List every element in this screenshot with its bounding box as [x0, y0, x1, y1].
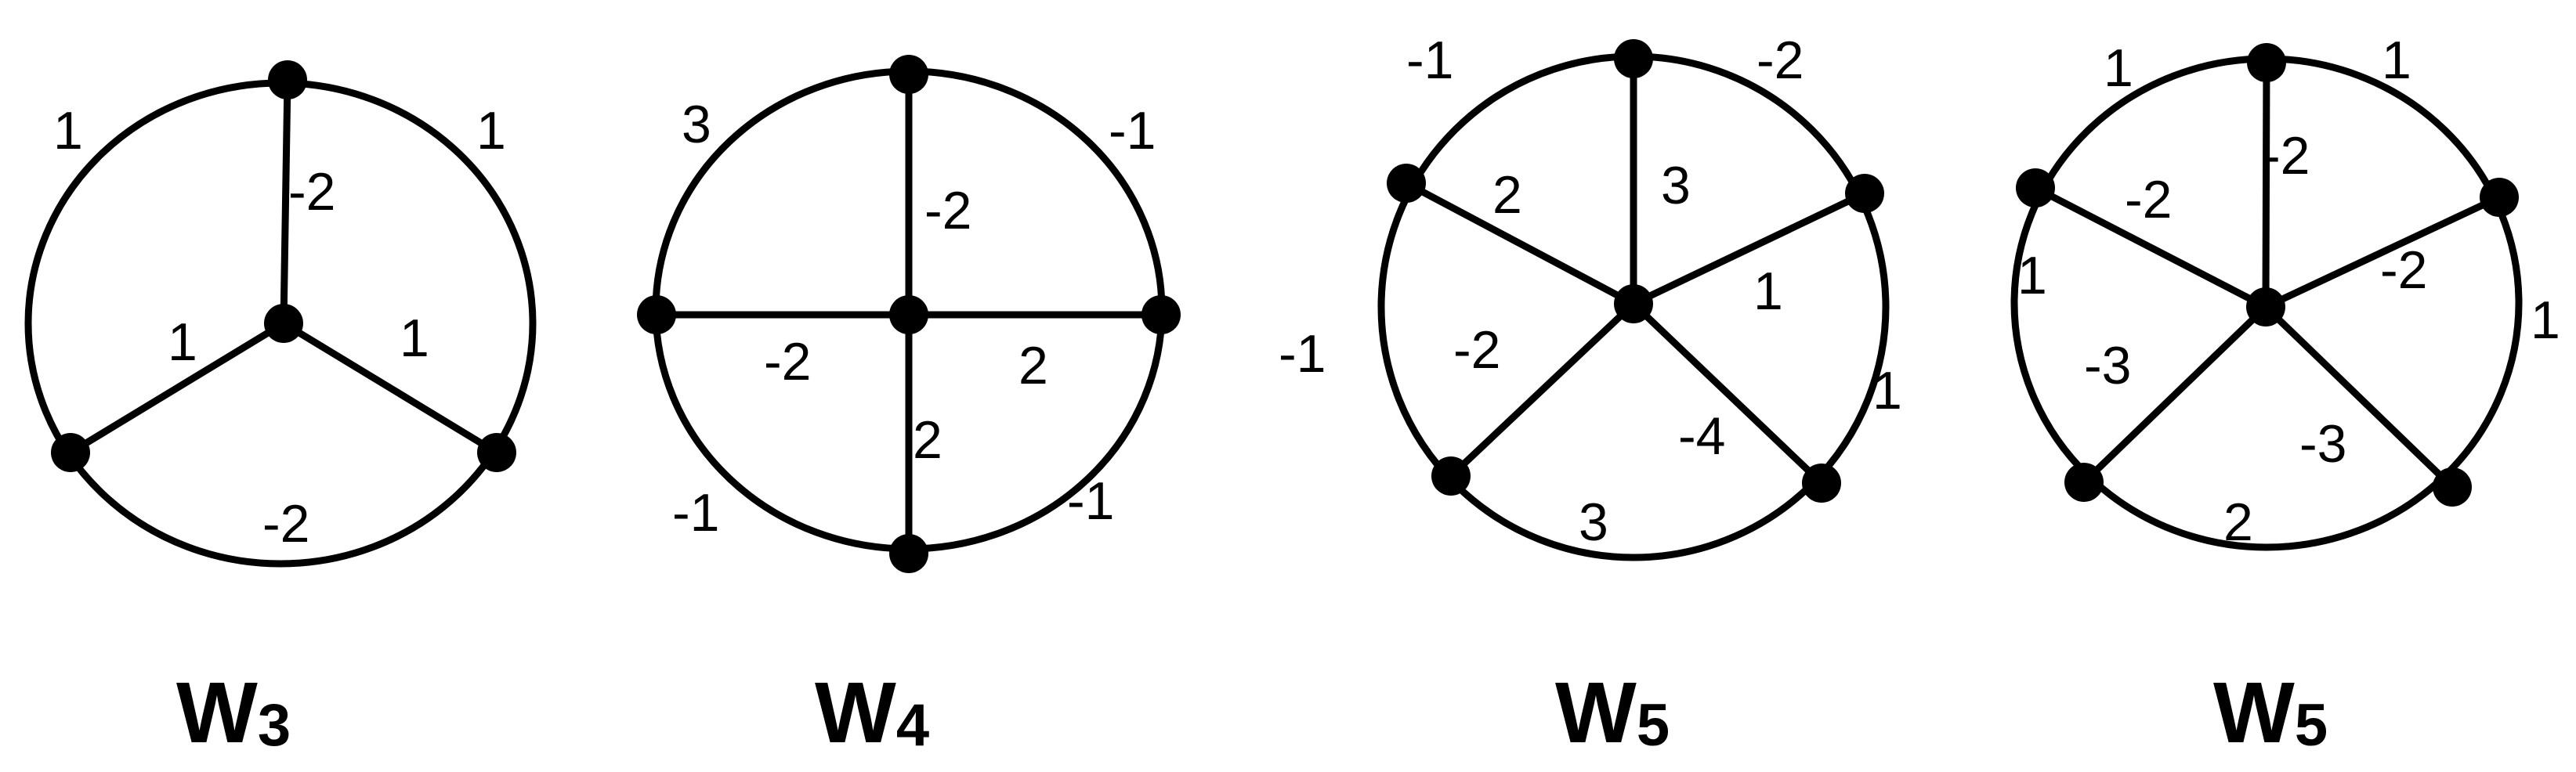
- rim-weight-label: 1: [53, 101, 83, 161]
- rim-vertex: [1845, 174, 1884, 213]
- rim-vertex: [1387, 164, 1426, 203]
- graph-name: W4: [815, 665, 929, 761]
- spoke-edge: [2080, 303, 2270, 486]
- spoke-edge: [2262, 303, 2456, 491]
- spoke-weight-label: -2: [2380, 240, 2427, 300]
- rim-weight-label: 1: [2017, 246, 2047, 305]
- spoke-weight-label: -2: [924, 181, 971, 240]
- rim-vertex: [2433, 467, 2472, 507]
- hub-vertex: [1614, 284, 1653, 323]
- rim-weight-label: 3: [1579, 492, 1608, 552]
- spoke-edge: [280, 76, 291, 327]
- rim-vertex: [2016, 168, 2055, 207]
- rim-weight-label: 1: [476, 101, 506, 161]
- rim-vertex: [2480, 178, 2519, 217]
- rim-vertex: [2247, 43, 2286, 82]
- rim-vertex: [889, 55, 928, 94]
- spoke-weight-label: -2: [2125, 170, 2172, 229]
- spoke-weight-label: -2: [2263, 126, 2310, 186]
- spoke-weight-label: -4: [1678, 406, 1725, 466]
- spoke-edge: [2031, 184, 2270, 311]
- spoke-edge: [1447, 300, 1637, 480]
- rim-vertex: [1141, 295, 1181, 334]
- graph-name: W5: [2213, 665, 2328, 761]
- spoke-weight-label: 1: [168, 312, 197, 372]
- spoke-weight-label: -2: [288, 162, 335, 222]
- spoke-weight-label: 1: [400, 308, 429, 368]
- spoke-edge: [2262, 59, 2270, 311]
- spoke-weight-label: 2: [1018, 336, 1048, 395]
- rim-vertex: [268, 60, 307, 99]
- rim-vertex: [477, 433, 516, 472]
- rim-weight-label: -1: [672, 483, 719, 543]
- rim-weight-label: -1: [1067, 471, 1114, 531]
- rim-weight-label: -2: [1757, 31, 1804, 90]
- rim-weight-label: 1: [2104, 38, 2133, 98]
- rim-vertex: [1614, 39, 1653, 78]
- rim-vertex: [2064, 463, 2104, 502]
- spoke-edge: [2262, 193, 2503, 311]
- spoke-edge: [1630, 189, 1869, 308]
- spoke-edge: [1630, 300, 1825, 487]
- rim-vertex: [1802, 464, 1841, 503]
- spoke-edge: [1402, 179, 1637, 308]
- rim-vertex: [889, 534, 928, 573]
- rim-weight-label: 1: [2531, 290, 2560, 350]
- rim-weight-label: -1: [1406, 31, 1453, 90]
- graph-name: W3: [176, 665, 291, 761]
- spoke-weight-label: 3: [1661, 156, 1691, 215]
- rim-weight-label: -2: [262, 494, 309, 554]
- graph-w5-a: -1 -2 1 3 -1 3 2 1 -4 -2 W5: [1279, 31, 1902, 761]
- spoke-edge: [280, 319, 501, 456]
- rim-vertex: [51, 433, 90, 472]
- graph-name: W5: [1555, 665, 1670, 761]
- spoke-weight-label: 2: [1492, 165, 1522, 225]
- graph-w4: 3 -1 -1 -1 -2 2 2 -2 W4: [637, 55, 1181, 761]
- hub-vertex: [2246, 287, 2285, 326]
- rim-weight-label: -1: [1279, 324, 1326, 384]
- spoke-weight-label: -2: [1453, 320, 1500, 380]
- spoke-weight-label: 2: [913, 410, 942, 470]
- graph-w5-b: 1 1 1 2 1 -2 -2 -2 -3 -3 W5: [2010, 31, 2560, 761]
- spoke-edge: [67, 319, 288, 456]
- rim-vertex: [1431, 456, 1471, 496]
- rim-weight-label: 1: [2382, 31, 2411, 90]
- spoke-weight-label: -2: [764, 332, 811, 391]
- graph-w3: 1 1 -2 -2 1 1 W3: [24, 60, 537, 761]
- spoke-weight-label: 1: [1753, 262, 1783, 321]
- rim-weight-label: 2: [2223, 492, 2253, 552]
- rim-weight-label: 3: [682, 95, 711, 154]
- rim-weight-label: -1: [1109, 101, 1156, 161]
- hub-vertex: [889, 295, 928, 334]
- spoke-weight-label: -3: [2299, 414, 2346, 474]
- spoke-weight-label: -3: [2084, 336, 2131, 395]
- rim-vertex: [637, 295, 676, 334]
- hub-vertex: [264, 304, 303, 343]
- rim-weight-label: 1: [1872, 361, 1902, 420]
